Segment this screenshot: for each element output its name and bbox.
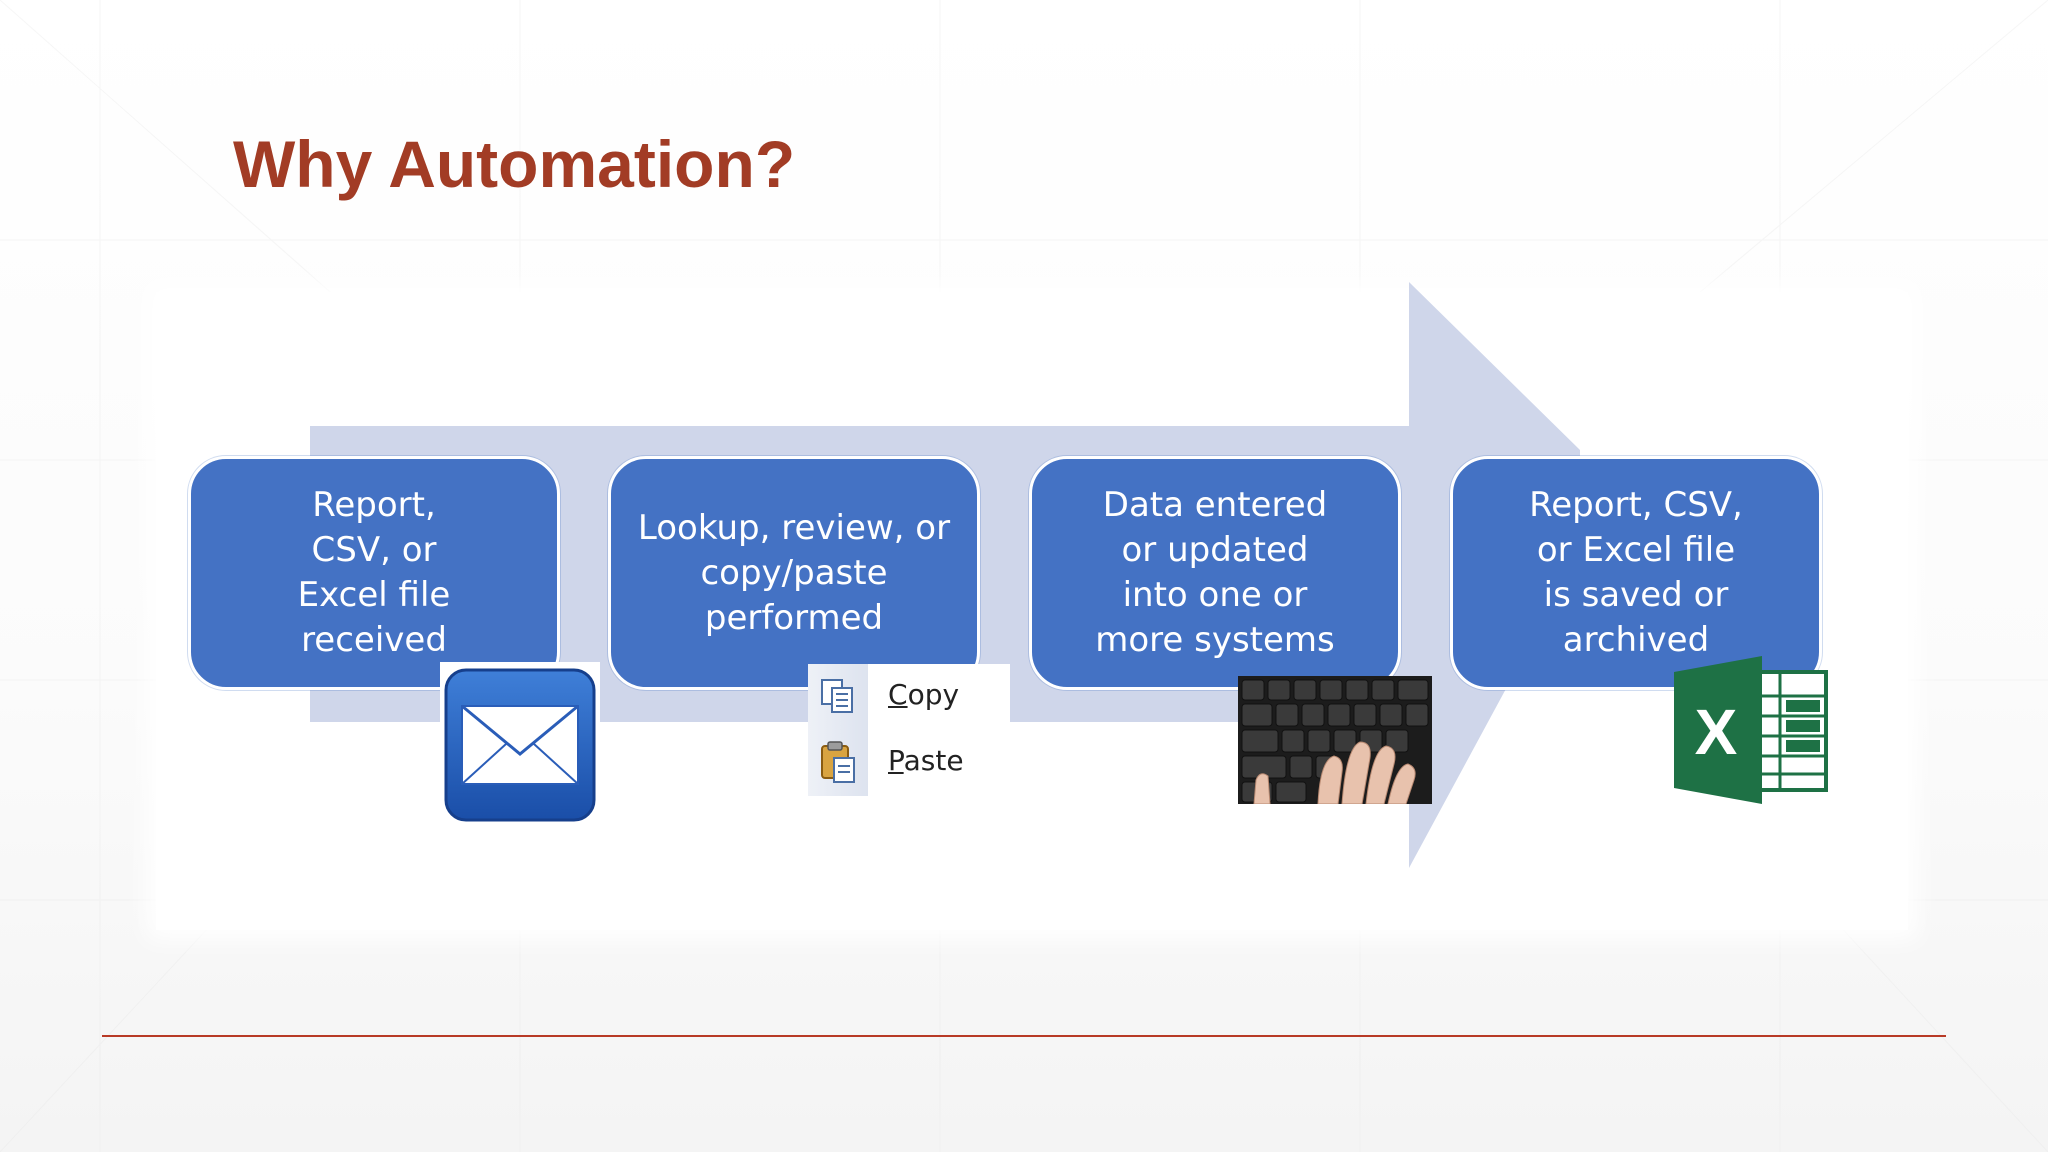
step-1-box: Report, CSV, or Excel file received (188, 456, 560, 690)
step-2-box: Lookup, review, or copy/paste performed (608, 456, 980, 690)
excel-letter: X (1695, 696, 1738, 768)
slide-title: Why Automation? (233, 127, 796, 201)
step-4-label: Report, CSV, or Excel file is saved or a… (1529, 485, 1743, 660)
step-3-label: Data entered or updated into one or more… (1095, 485, 1335, 660)
copy-icon (821, 679, 853, 713)
copy-label: Copy (888, 678, 960, 711)
step-1-label: Report, CSV, or Excel file received (297, 485, 451, 660)
step-3-box: Data entered or updated into one or more… (1029, 456, 1401, 690)
copy-paste-menu: Copy Paste (808, 664, 1010, 796)
envelope-icon (440, 662, 600, 824)
step-4-box: Report, CSV, or Excel file is saved or a… (1450, 456, 1822, 690)
footer-divider-line (102, 1035, 1946, 1037)
keyboard-photo (1238, 676, 1432, 804)
paste-label: Paste (888, 744, 964, 777)
step-2-label: Lookup, review, or copy/paste performed (637, 507, 951, 638)
menu-item-copy: Copy (808, 664, 1010, 730)
menu-item-paste: Paste (808, 730, 1010, 796)
excel-icon: X (1674, 656, 1828, 804)
paste-icon (821, 741, 855, 783)
